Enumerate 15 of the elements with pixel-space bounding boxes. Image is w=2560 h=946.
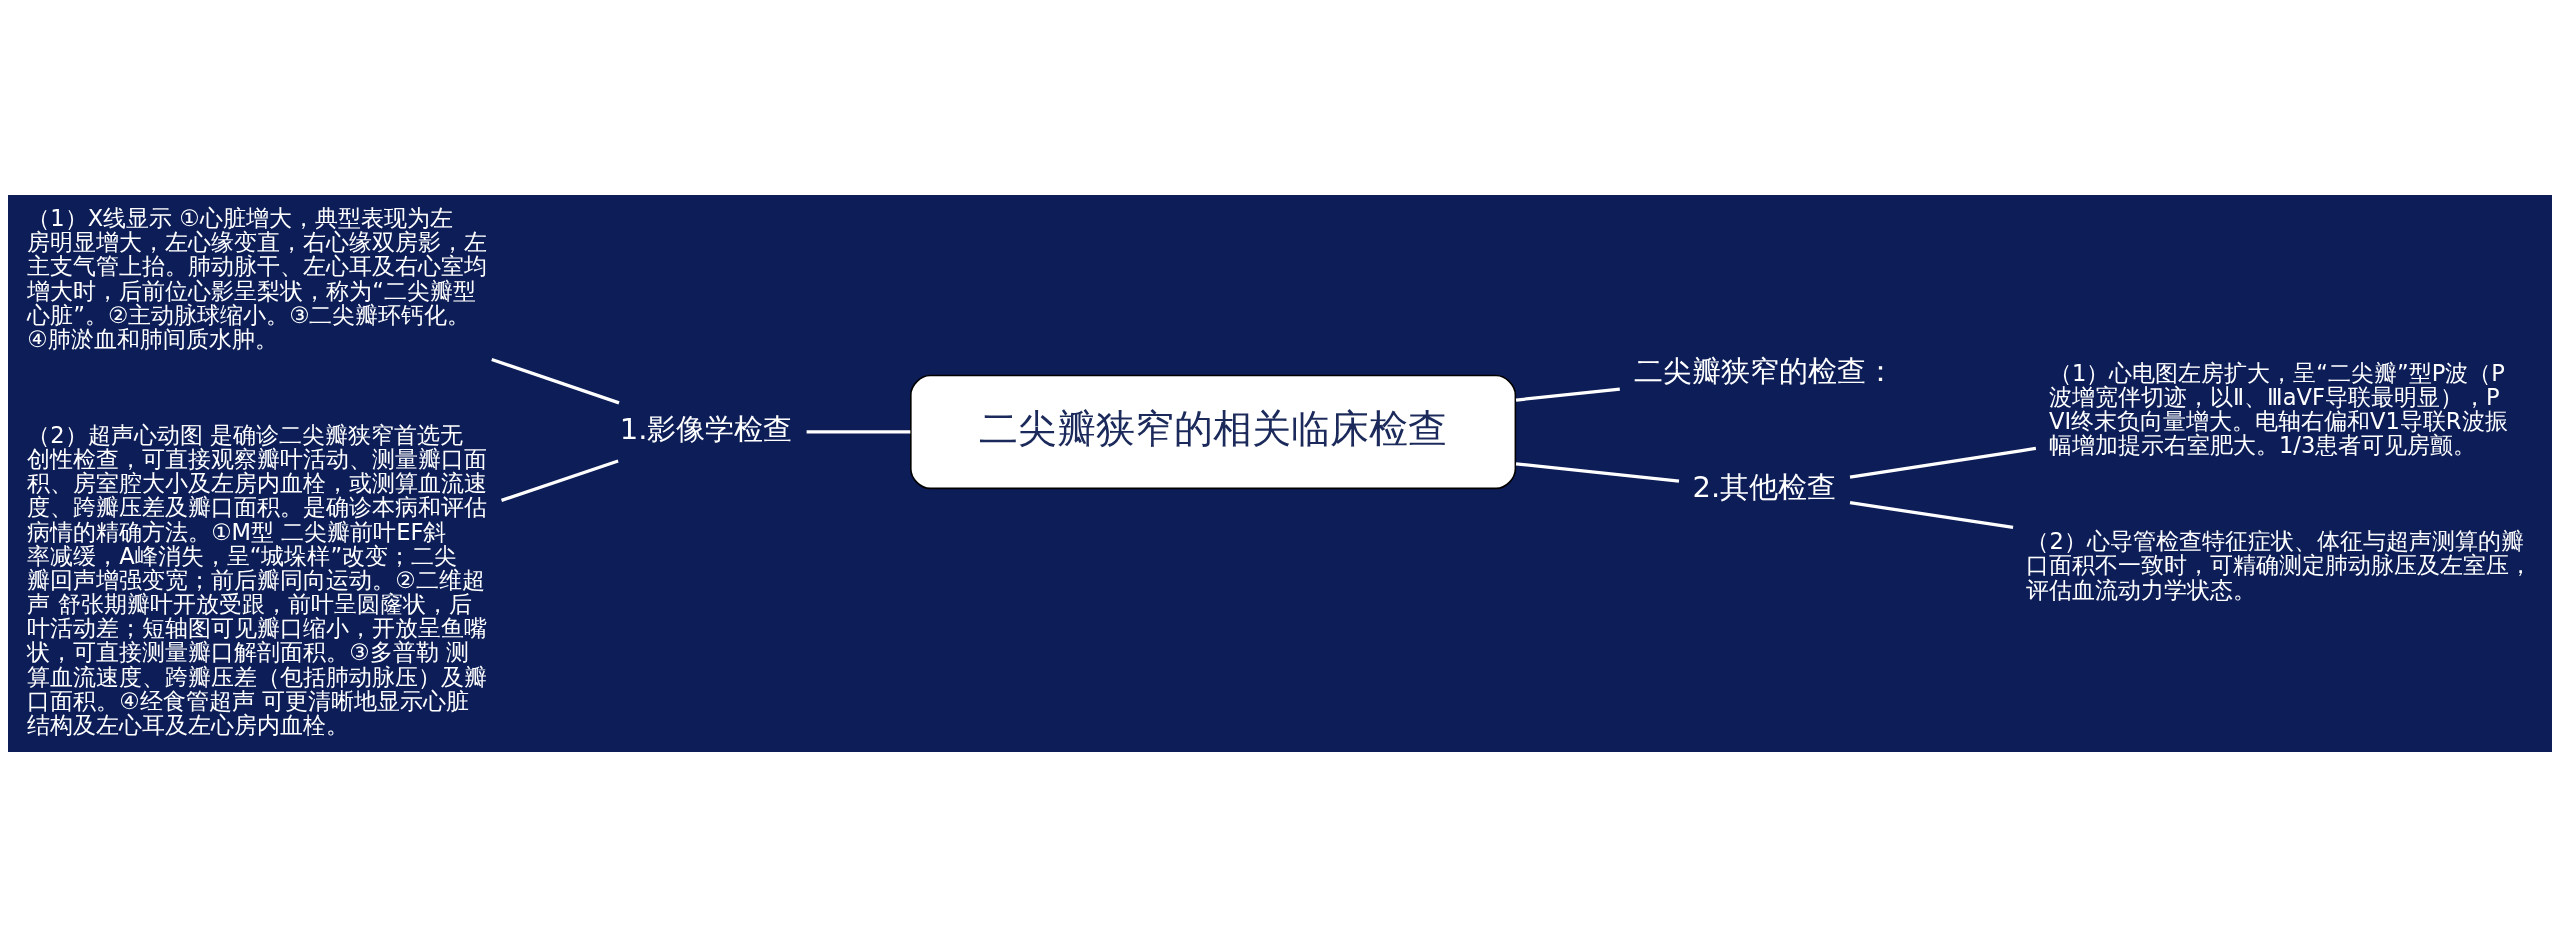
connector <box>501 459 619 502</box>
connector <box>806 429 911 434</box>
node-text: 二尖瓣狭窄的检查： <box>1633 353 1895 388</box>
node-text: （1）心电图左房扩大，呈“二尖瓣”型P波（P波增宽伴切迹，以Ⅱ、ⅢaVF导联最明显），PVI终末负向量增大。电轴右偏和V1导联R波振幅增加提示右室肥大。1/3患者可见房颤。 <box>2049 359 2508 458</box>
connector <box>1849 446 2037 479</box>
node-text: （1）X线显示 ①心脏增大，典型表现为左房明显增大，左心缘变直，右心缘双房影，左主支气管上抬。肺动脉干、左心耳及右心室均增大时，后前位心影呈梨状，称为“二尖瓣型心脏”。②主动脉球缩小。③二尖瓣环钙化。④肺淤血和肺间质水肿。 <box>27 204 488 352</box>
node-text: 1.影像学检查 <box>619 411 793 446</box>
connector <box>491 357 620 404</box>
node-text: （2）超声心动图 是确诊二尖瓣狭窄首选无创性检查，可直接观察瓣叶活动、测量瓣口面积、房室腔大小及左房内血栓，或测算血流速度、跨瓣压差及瓣口面积。是确诊本病和评估病情的精确方法。①M型 二尖瓣前叶EF斜率减缓，A峰消失，呈“城垛样”改变；二尖瓣回声增强变宽；前后瓣同向运动。②二维超声 舒张期瓣叶开放受跟，前叶呈圆窿状，后叶活动差；短轴图可见瓣口缩小，开放呈鱼嘴状，可直接测量瓣口解剖面积。③多普勒 测算血流速度、跨瓣压差（包括肺动脉压）及瓣口面积。④经食管超声 可更清晰地显示心脏结构及左心耳及左心房内血栓。 <box>27 421 488 738</box>
connector <box>1849 500 2014 529</box>
node-text: 2.其他检查 <box>1692 469 1837 504</box>
connector <box>1515 461 1680 483</box>
connector <box>1515 387 1620 402</box>
node-box: 二尖瓣狭窄的相关临床检查 <box>910 374 1517 489</box>
node-text: （2）心导管检查特征症状、体征与超声测算的瓣口面积不一致时，可精确测定肺动脉压及左室压，评估血流动力学状态。 <box>2026 527 2533 603</box>
